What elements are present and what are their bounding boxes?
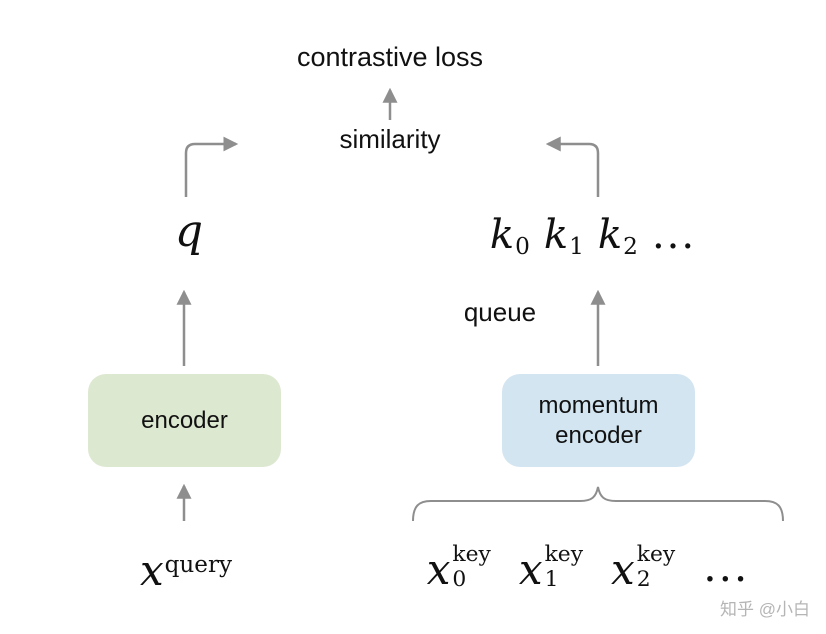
key-symbol-2: k2 [598, 212, 638, 260]
query-input-superscript: query [164, 552, 233, 579]
momentum-encoder-label: momentum encoder [538, 391, 659, 449]
q-symbol: q [174, 206, 204, 257]
key-input-subscript: 1 [544, 566, 559, 592]
key-input-subscript: 2 [636, 566, 651, 592]
query-input-symbol: xquery [140, 546, 232, 595]
arrow-q-to-similarity [184, 136, 239, 197]
key-base: k [543, 212, 569, 258]
key-subscript: 2 [623, 233, 638, 261]
key-input-superscript: key [636, 542, 676, 568]
momentum-encoder-box: momentum encoder [502, 374, 695, 467]
contrastive-loss-label: contrastive loss [296, 42, 484, 72]
key-input-subscript: 0 [452, 566, 467, 592]
key-base: k [597, 212, 623, 258]
key-subscript: 0 [515, 233, 530, 261]
key-input-base: x [426, 545, 451, 594]
encoder-box: encoder [88, 374, 281, 467]
key-input-base: x [611, 545, 635, 594]
key-inputs-brace [412, 486, 784, 522]
keys-ellipsis: ... [651, 212, 697, 258]
encoder-label: encoder [141, 406, 228, 434]
watermark: 知乎 @小白 [720, 600, 810, 619]
key-symbol-0: k0 [490, 212, 530, 260]
keys-row: k0 k1 k2 ... [490, 212, 696, 260]
arrow-keys-to-similarity [545, 136, 600, 197]
key-input-superscript: key [452, 542, 491, 568]
query-input-base: x [139, 546, 164, 595]
key-symbol-1: k1 [544, 212, 584, 260]
queue-label: queue [463, 297, 537, 327]
key-base: k [489, 212, 515, 258]
key-inputs-ellipsis: ... [703, 542, 750, 591]
key-subscript: 1 [569, 233, 584, 261]
key-input-superscript: key [544, 542, 584, 568]
similarity-label: similarity [339, 124, 441, 154]
key-input-base: x [518, 545, 543, 594]
